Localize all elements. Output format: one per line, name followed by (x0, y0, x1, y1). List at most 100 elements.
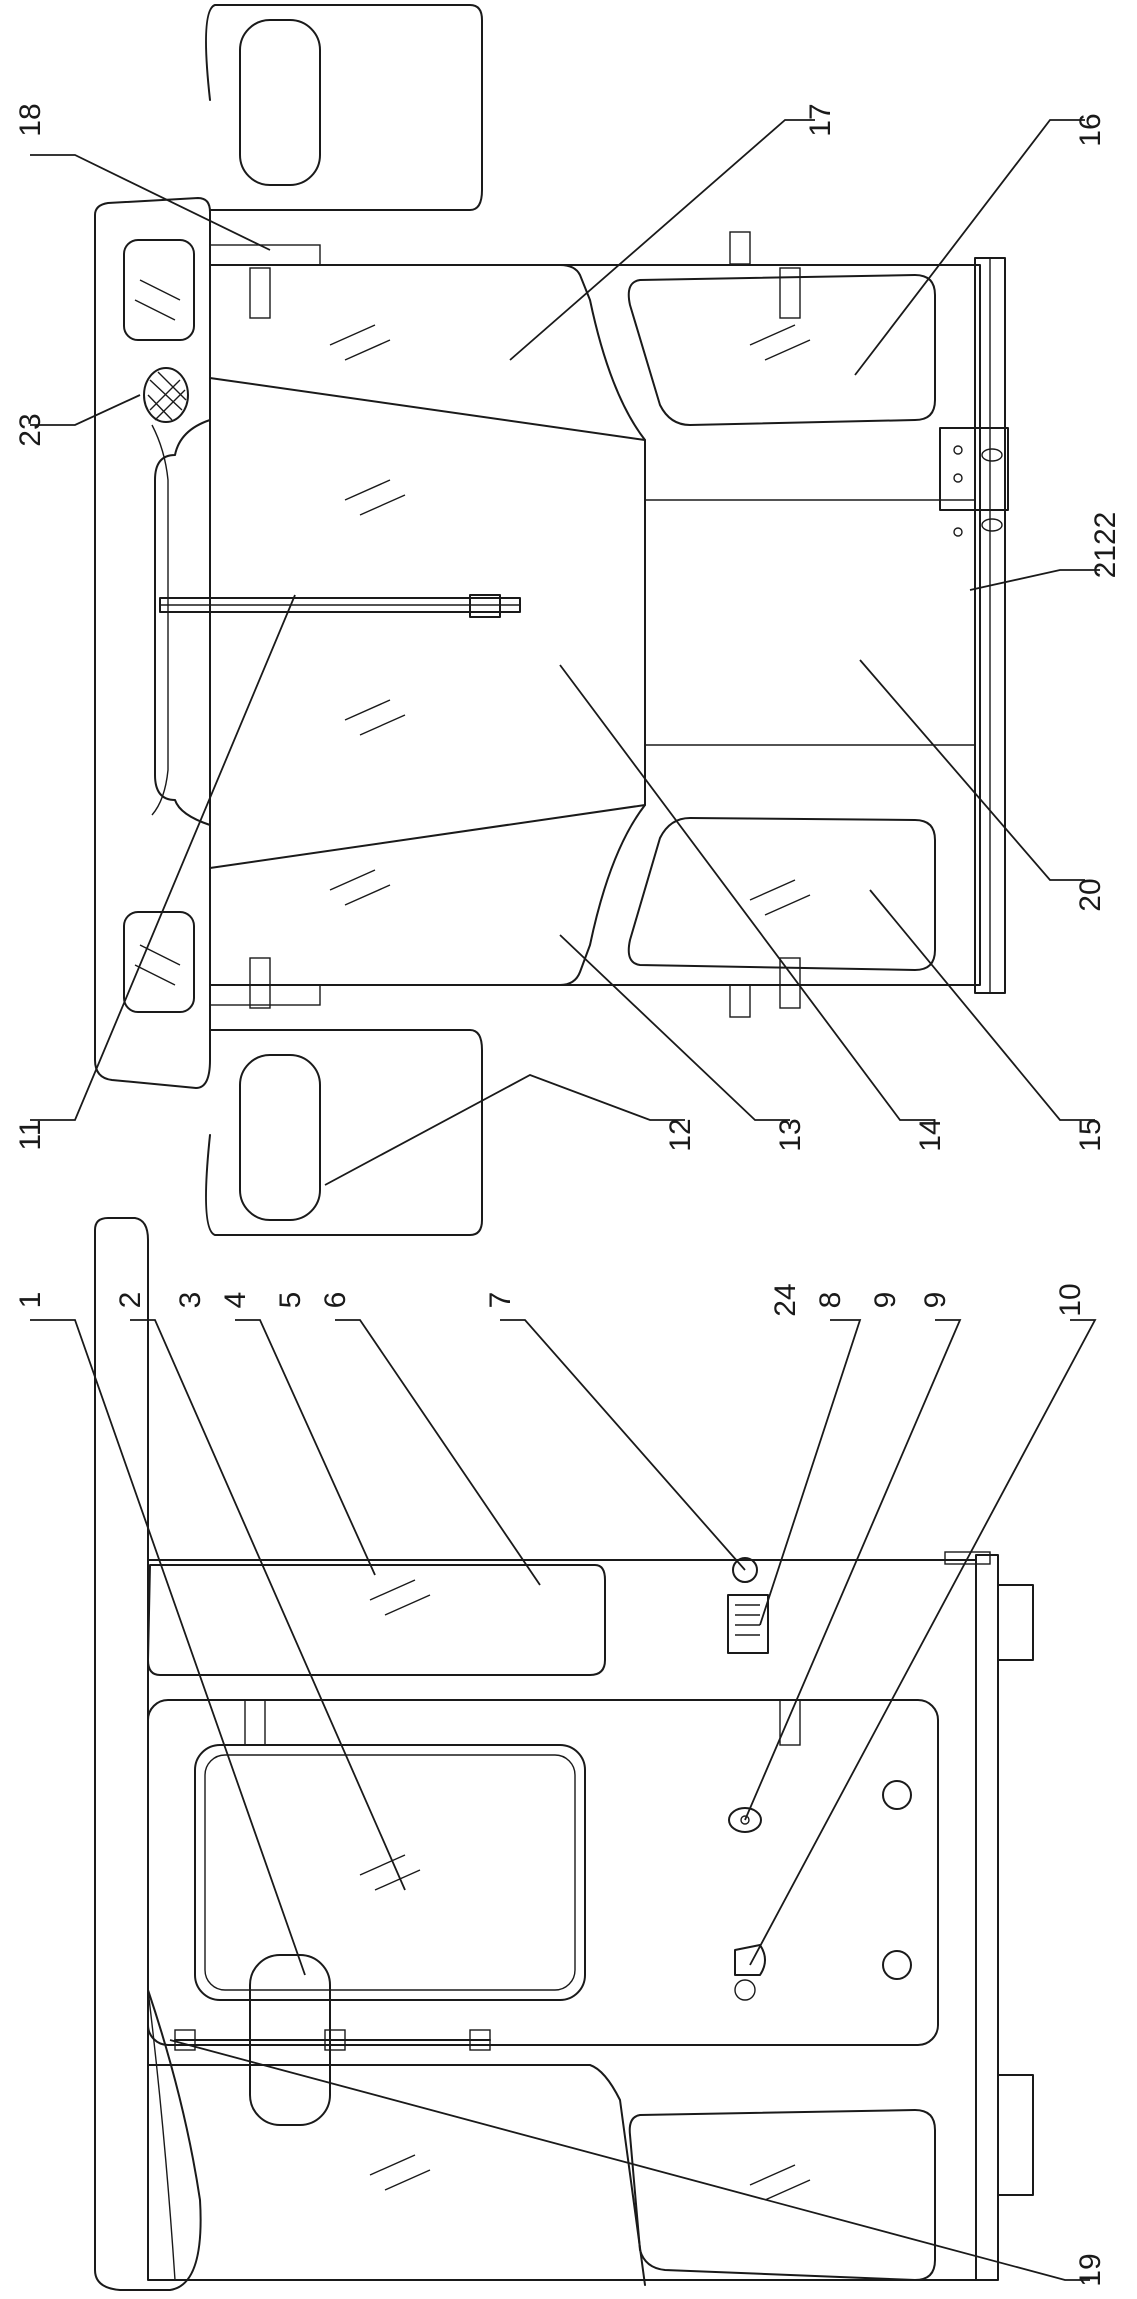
latch-knob (981, 518, 1003, 532)
door-bolt (882, 1780, 912, 1810)
foot-step-front (997, 2074, 1034, 2196)
leader-9 (744, 1319, 962, 1821)
leader-14 (559, 664, 935, 1121)
door-hinge (779, 1699, 801, 1746)
leader-4 (235, 1319, 376, 1576)
leader-23 (30, 394, 141, 426)
label-16: 16 (1074, 113, 1107, 146)
side-base-strip (975, 1554, 999, 2281)
label-1: 1 (14, 1292, 47, 1309)
glass-marks-front (134, 279, 811, 986)
label-5: 5 (274, 1292, 307, 1309)
leader-16 (854, 119, 1085, 376)
label-23: 23 (14, 413, 47, 446)
handle-pivot (734, 1979, 756, 2001)
rear-bracket (944, 1551, 991, 1565)
leader-18 (30, 154, 271, 251)
roof-inner-curve (147, 1989, 176, 2281)
leader-23-side (130, 1319, 406, 1891)
mirror-left-mount (209, 984, 321, 1006)
handle-stub (729, 984, 751, 1018)
front-view (94, 4, 1009, 1236)
door-lock (728, 1807, 762, 1833)
mirror-right-mount (209, 244, 321, 266)
front-windscreen-right (209, 264, 646, 441)
side-view (94, 1217, 1034, 2291)
latch-bolt (953, 473, 963, 483)
leader-19 (169, 2039, 1090, 2281)
label-6: 6 (319, 1292, 352, 1309)
mirror-left-glass (239, 1054, 321, 1221)
glass-marks-side (359, 1579, 811, 2201)
label-7: 7 (484, 1292, 517, 1309)
leader-20 (859, 659, 1085, 881)
label-12: 12 (664, 1118, 697, 1151)
label-4: 4 (219, 1292, 252, 1309)
door-hinge (244, 1699, 266, 1746)
hinge (779, 957, 801, 1009)
label-10: 10 (1054, 1283, 1087, 1316)
roof-light-left (123, 911, 195, 1013)
label-8: 8 (814, 1292, 847, 1309)
hinge (249, 267, 271, 319)
mirror-joint (324, 2029, 346, 2051)
door-window-outer (194, 1744, 586, 2001)
door-bolt (882, 1950, 912, 1980)
mirror-right (205, 4, 483, 211)
label-9a: 9 (869, 1292, 902, 1309)
label-2122: 2122 (1089, 512, 1122, 579)
leader-10 (749, 1319, 1097, 1966)
part-labels: 18 23 11 12 13 14 15 20 16 17 2122 1 2 3… (14, 103, 1122, 2286)
mirror-right-glass (239, 19, 321, 186)
label-17: 17 (804, 103, 837, 136)
side-window-right (627, 274, 936, 426)
side-roof (94, 1217, 202, 2291)
leader-2122 (969, 569, 1100, 591)
switch-box-lines (735, 1604, 760, 1636)
rear-quarter-window (147, 1564, 606, 1676)
cab-body (209, 264, 981, 986)
label-9b: 9 (919, 1292, 952, 1309)
hinge (779, 267, 801, 319)
side-window-left (627, 817, 936, 971)
leader-12 (324, 1074, 685, 1186)
label-15: 15 (1074, 1118, 1107, 1151)
label-19: 19 (1074, 2253, 1107, 2286)
roof-outline (94, 197, 211, 1089)
leader-11 (30, 594, 296, 1121)
fuel-cap (732, 1557, 758, 1583)
hinge (249, 957, 271, 1009)
label-14: 14 (914, 1118, 947, 1151)
leader-56 (335, 1319, 541, 1586)
leader-89 (759, 1319, 862, 1626)
front-quarter-window (628, 2109, 936, 2281)
label-2: 2 (114, 1292, 147, 1309)
leader-15 (869, 889, 1095, 1121)
front-windscreen-left (209, 804, 646, 986)
latch-bolt (953, 445, 963, 455)
roof-center-cutout (154, 419, 211, 826)
door-window-inner (204, 1754, 576, 1991)
a-pillar (147, 2064, 646, 2286)
handle-stub (729, 231, 751, 265)
foot-step-rear (997, 1584, 1034, 1661)
leader-lines (30, 119, 1100, 2281)
speaker-grille (143, 367, 189, 423)
mirror-left (205, 1029, 483, 1236)
latch-bolt (953, 527, 963, 537)
roof-light-right (123, 239, 195, 341)
wiper-pivot (469, 594, 501, 618)
roof-ridge (151, 424, 169, 816)
front-latch-plate (939, 427, 1009, 511)
leader-17 (509, 119, 815, 361)
door-handle (734, 1944, 766, 1976)
leader-1 (30, 1319, 306, 1976)
switch-box (727, 1594, 769, 1654)
label-20: 20 (1074, 878, 1107, 911)
side-door (147, 1699, 939, 2046)
label-3: 3 (174, 1292, 207, 1309)
mirror-joint (469, 2029, 491, 2051)
side-body (147, 1559, 977, 2281)
